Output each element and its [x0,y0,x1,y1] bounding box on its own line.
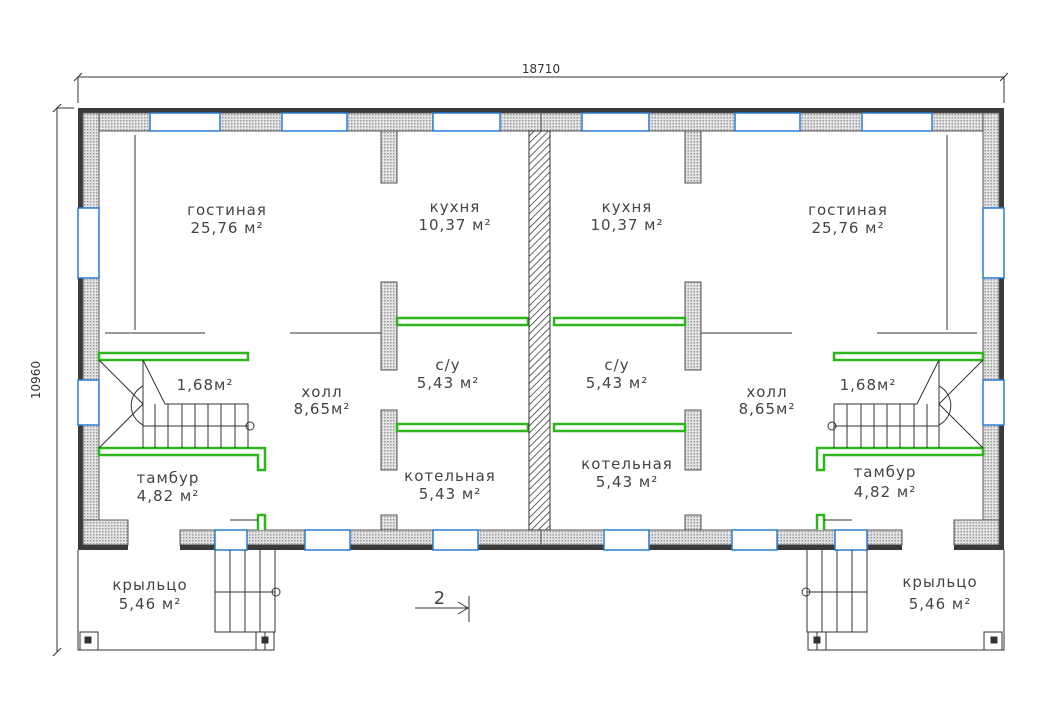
width-label: 18710 [522,62,560,76]
room-area: 5,43 м² [596,473,659,491]
room-area: 5,43 м² [586,374,649,392]
room-name: тамбур [854,463,917,481]
room-area: 4,82 м² [137,487,200,505]
room-area: 8,65м² [294,400,351,418]
room-name: кухня [602,198,653,216]
room-name: крыльцо [902,573,977,591]
room-name: холл [301,383,342,401]
room-area: 10,37 м² [590,216,663,234]
room-area: 25,76 м² [811,219,884,237]
room-name: с/у [435,356,460,374]
room-name: гостиная [808,201,888,219]
section-mark: 2 [415,588,470,622]
dimension-height: 10960 [29,103,74,657]
room-labels-left: гостиная 25,76 м² кухня 10,37 м² с/у 5,4… [112,198,496,613]
room-area: 5,46 м² [119,595,182,613]
section-label: 2 [434,588,446,609]
room-name: тамбур [137,469,200,487]
room-name: крыльцо [112,576,187,594]
room-name: с/у [604,356,629,374]
room-area: 1,68м² [840,376,897,394]
room-name: гостиная [187,201,267,219]
room-name: котельная [581,455,673,473]
room-area: 5,43 м² [419,485,482,503]
room-name: холл [746,383,787,401]
height-label: 10960 [29,361,43,399]
room-labels-right: гостиная 25,76 м² кухня 10,37 м² с/у 5,4… [581,198,977,613]
party-wall [528,130,551,531]
room-area: 5,46 м² [909,595,972,613]
room-area: 10,37 м² [418,216,491,234]
room-area: 5,43 м² [417,374,480,392]
room-area: 1,68м² [177,376,234,394]
room-area: 25,76 м² [190,219,263,237]
room-name: котельная [404,467,496,485]
room-area: 8,65м² [739,400,796,418]
room-area: 4,82 м² [854,483,917,501]
room-name: кухня [430,198,481,216]
dimension-width: 18710 [73,62,1009,103]
